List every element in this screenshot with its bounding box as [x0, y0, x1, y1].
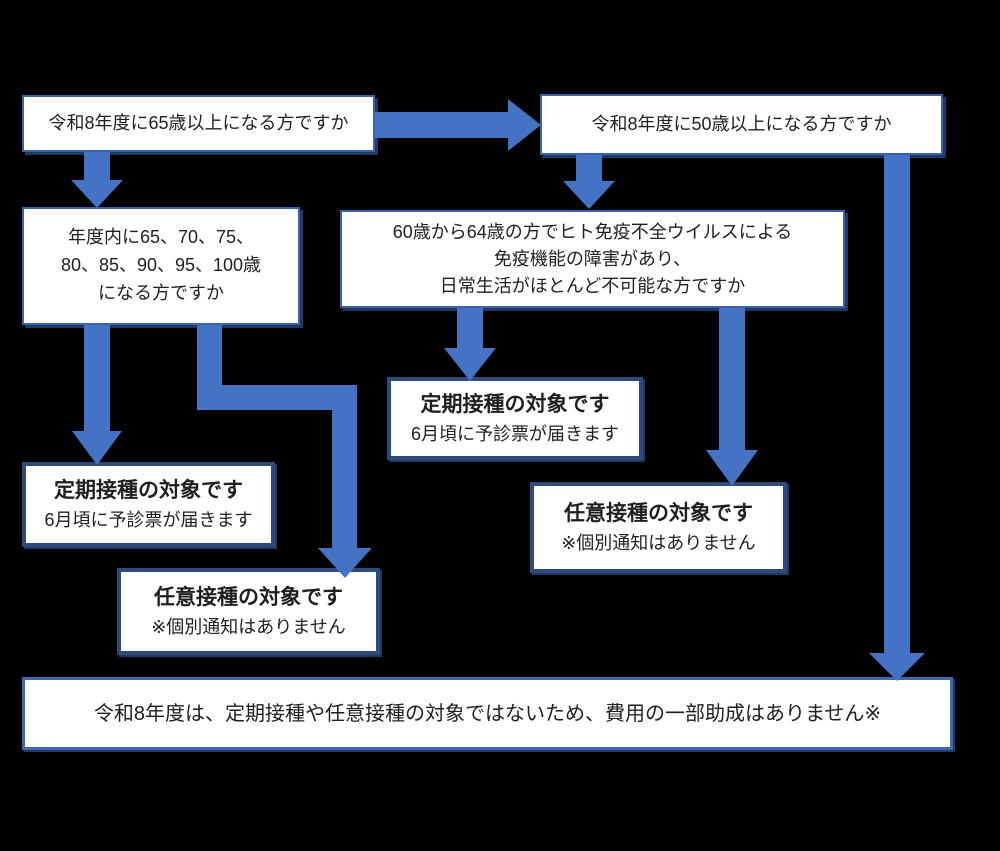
- result-box-routine-left: 定期接種の対象です 6月頃に予診票が届きます: [22, 462, 275, 547]
- down-arrow-icon: [71, 180, 123, 208]
- question-box-age65: 令和8年度に65歳以上になる方ですか: [22, 95, 375, 152]
- result-title: 定期接種の対象です: [54, 478, 243, 502]
- result-box-routine-middle: 定期接種の対象です 6月頃に予診票が届きます: [387, 377, 643, 460]
- result-title: 任意接種の対象です: [154, 585, 343, 609]
- question-text: 令和8年度に65歳以上になる方ですか: [48, 113, 349, 134]
- result-text: 令和8年度は、定期接種や任意接種の対象ではないため、費用の一部助成はありません※: [93, 702, 882, 725]
- result-subtitle: ※個別通知はありません: [561, 532, 756, 553]
- question-box-milestone-ages: 年度内に65、70、75、 80、85、90、95、100歳 になる方ですか: [22, 207, 300, 325]
- down-arrow-icon: [72, 431, 122, 465]
- down-arrow-icon: [869, 653, 925, 681]
- result-subtitle: 6月頃に予診票が届きます: [44, 509, 253, 530]
- result-title: 定期接種の対象です: [420, 392, 610, 416]
- question-box-hiv-immunodeficiency: 60歳から64歳の方でヒト免疫不全ウイルスによる 免疫機能の障害があり、 日常生…: [340, 210, 845, 308]
- down-arrow-icon: [563, 181, 615, 209]
- result-subtitle: ※個別通知はありません: [151, 616, 346, 637]
- question-text: 年度内に65、70、75、 80、85、90、95、100歳 になる方ですか: [60, 227, 262, 303]
- result-box-no-subsidy: 令和8年度は、定期接種や任意接種の対象ではないため、費用の一部助成はありません※: [22, 677, 953, 750]
- down-arrow-icon: [706, 450, 758, 486]
- right-arrow-icon: [508, 99, 541, 151]
- result-title: 任意接種の対象です: [564, 501, 753, 525]
- question-text: 60歳から64歳の方でヒト免疫不全ウイルスによる 免疫機能の障害があり、 日常生…: [392, 221, 793, 296]
- result-subtitle: 6月頃に予診票が届きます: [410, 423, 619, 444]
- result-box-voluntary-right: 任意接種の対象です ※個別通知はありません: [530, 482, 787, 573]
- result-box-voluntary-left: 任意接種の対象です ※個別通知はありません: [117, 568, 380, 655]
- down-arrow-icon: [444, 348, 496, 381]
- question-text: 令和8年度に50歳以上になる方ですか: [591, 114, 892, 135]
- down-arrow-icon: [318, 548, 372, 578]
- question-box-age50: 令和8年度に50歳以上になる方ですか: [540, 94, 943, 155]
